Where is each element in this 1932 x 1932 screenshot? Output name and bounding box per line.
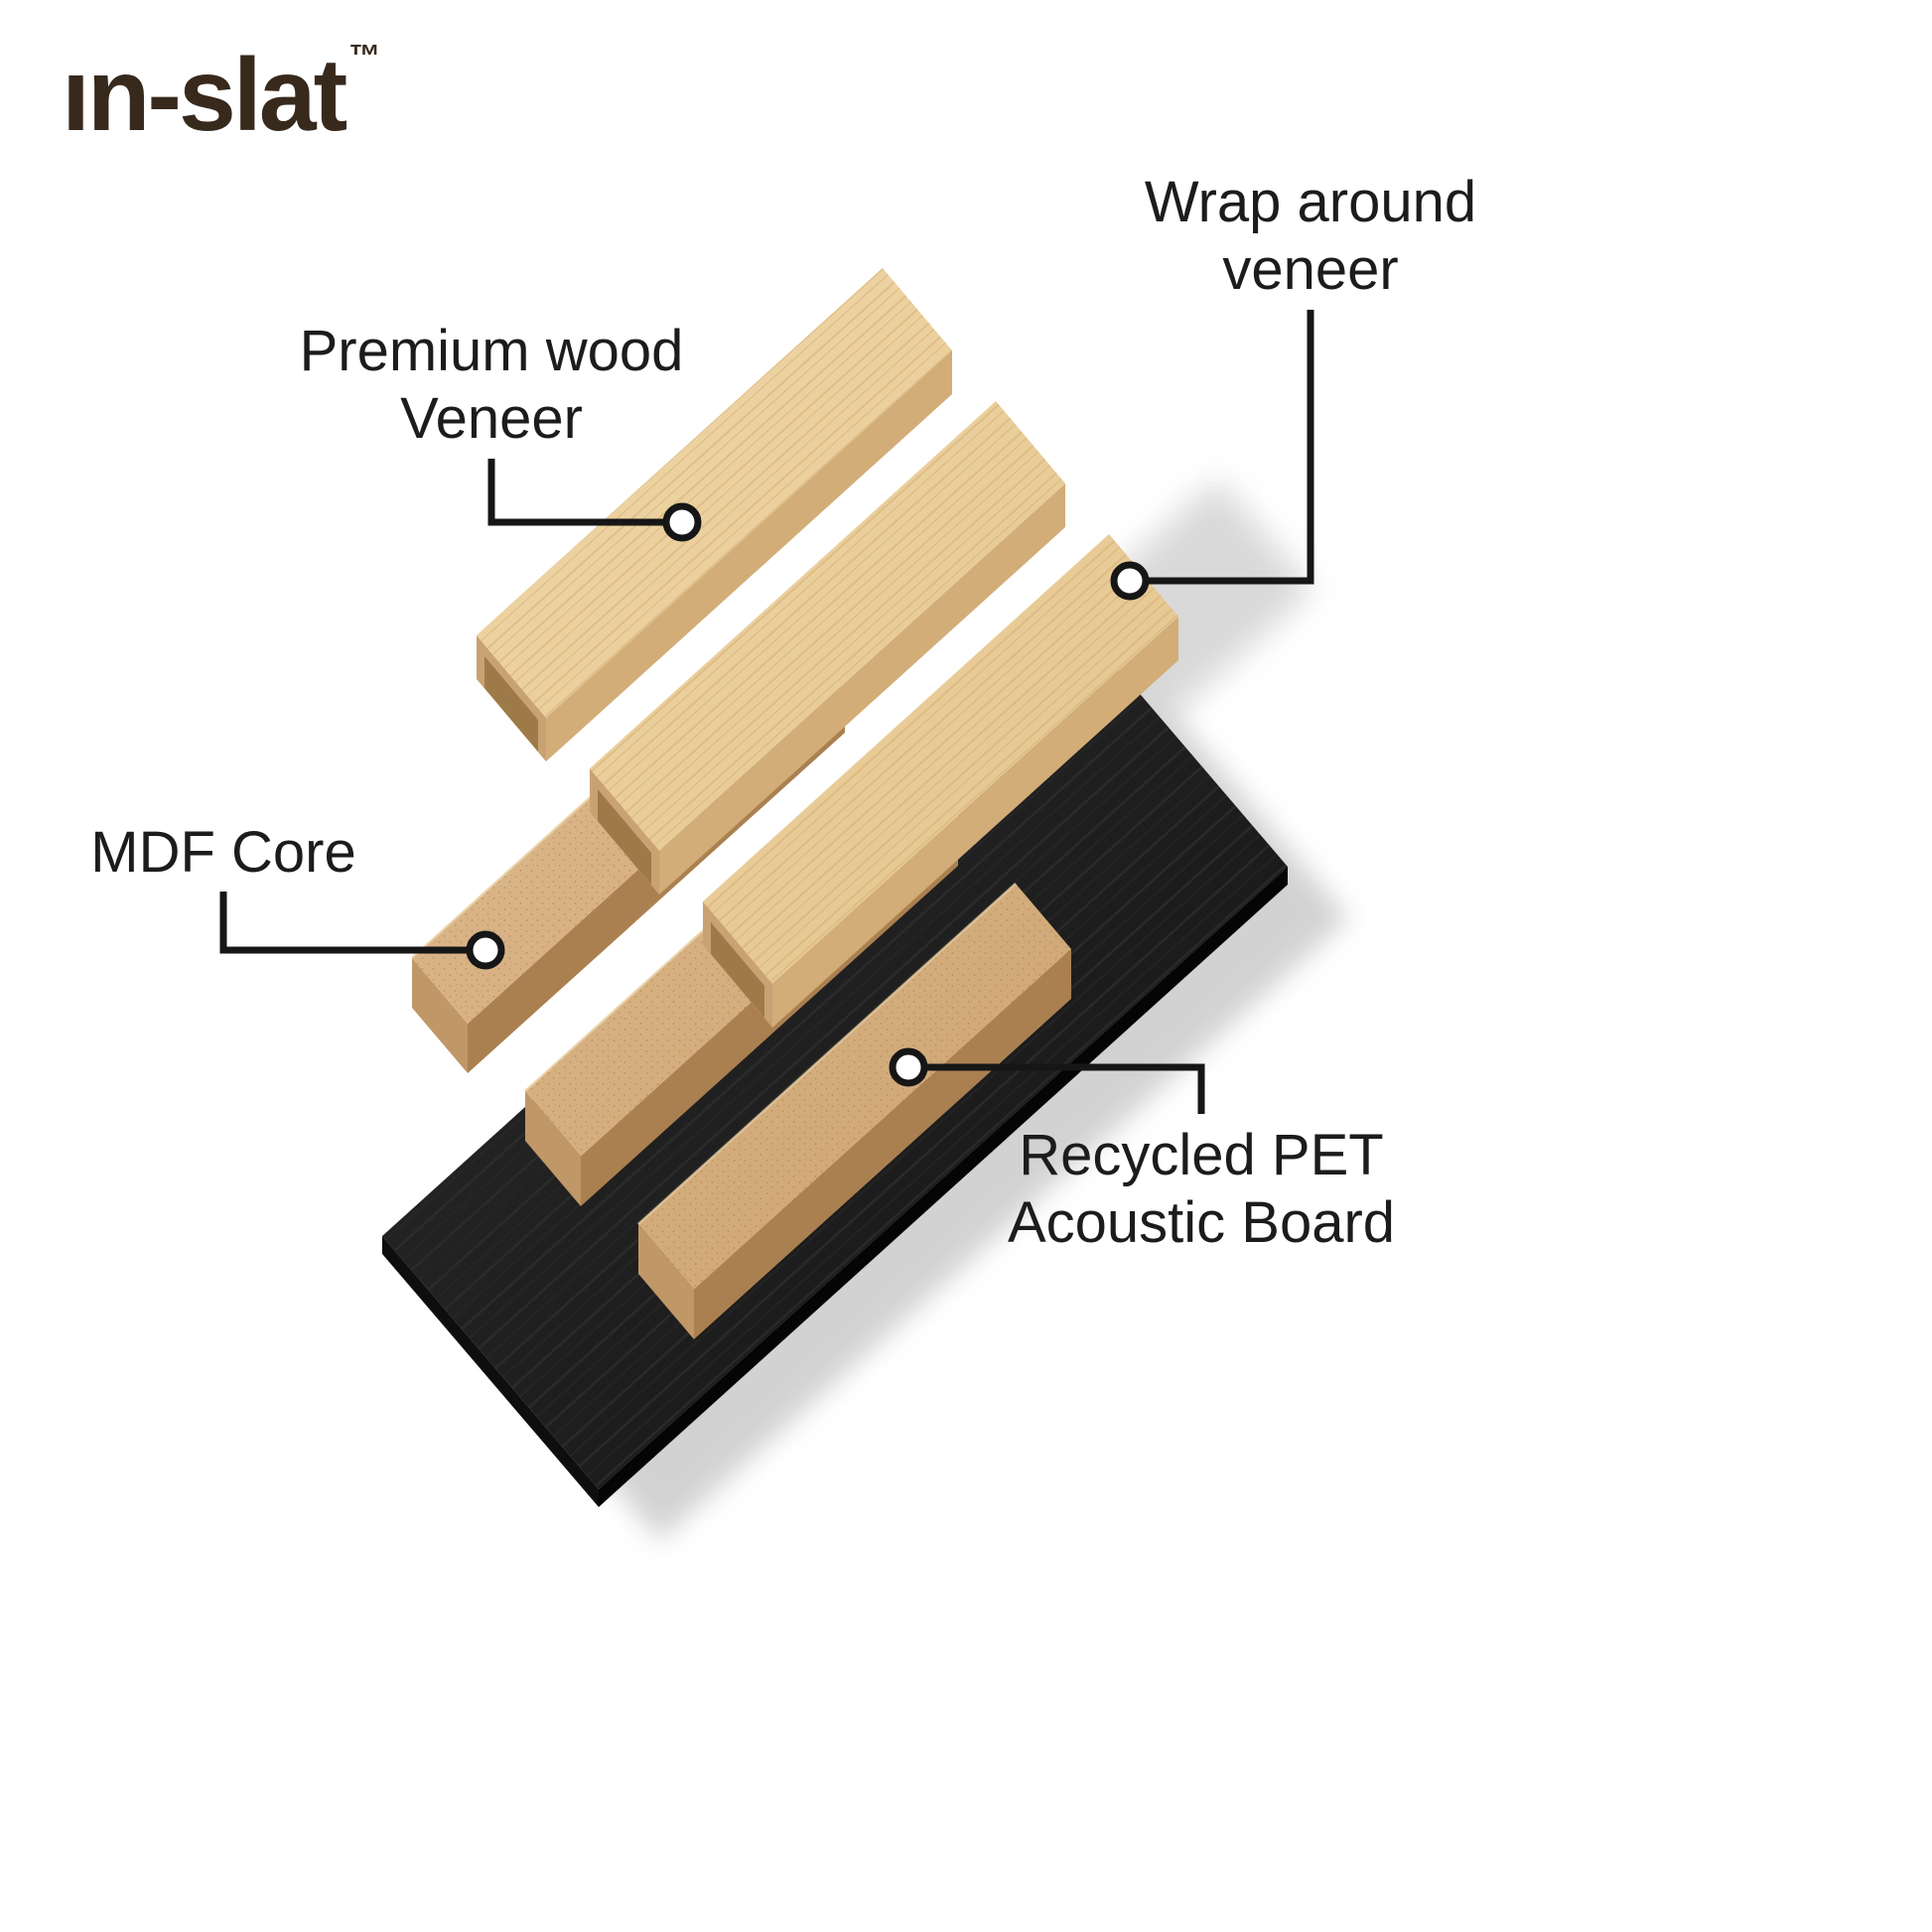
label-line: Acoustic Board <box>1007 1190 1396 1255</box>
veneer-slat-2 <box>590 401 1065 895</box>
veneer-end-hollow <box>711 922 764 1018</box>
mdf-end-face <box>525 1091 581 1206</box>
callout-line-premium-wood-veneer <box>487 459 666 526</box>
veneer-top-grain <box>477 268 952 718</box>
mdf-side-face <box>694 949 1071 1339</box>
mdf-slat-3 <box>637 883 1071 1339</box>
callout-line-recycled-pet <box>924 1063 1205 1114</box>
trademark-symbol: ™ <box>348 38 381 74</box>
veneer-layer <box>477 268 1178 1028</box>
label-line: veneer <box>1222 237 1399 302</box>
label-line: MDF Core <box>90 820 356 885</box>
callout-line-wrap-around-veneer <box>1146 310 1314 585</box>
mdf-top-edge-highlight <box>637 883 1017 1225</box>
callout-line-mdf-core <box>219 892 470 954</box>
callout-lines <box>219 310 1314 1114</box>
callout-marker-mdf-core <box>466 930 505 970</box>
label-mdf-core: MDF Core <box>65 819 382 887</box>
label-line: Recycled PET <box>1019 1123 1384 1187</box>
board-edge-front <box>599 867 1288 1507</box>
callout-marker-recycled-pet <box>889 1047 928 1087</box>
callout-marker-premium-wood-veneer <box>662 502 702 542</box>
label-recycled-pet-acoustic-board: Recycled PET Acoustic Board <box>973 1122 1430 1257</box>
veneer-end-hollow <box>484 656 538 752</box>
veneer-end-hollow <box>598 789 651 885</box>
veneer-slat-3 <box>703 534 1178 1028</box>
brand-logo-text: ın-slat <box>62 38 347 153</box>
mdf-top-speckle <box>638 884 1071 1290</box>
veneer-top-grain <box>590 401 1065 851</box>
veneer-side-flap <box>772 617 1178 1028</box>
veneer-slat-1 <box>477 268 952 761</box>
board-edge-left <box>382 1236 599 1507</box>
mdf-end-face <box>638 1224 694 1339</box>
veneer-side-flap <box>546 350 952 761</box>
label-line: Veneer <box>400 386 583 451</box>
label-line: Wrap around <box>1144 170 1477 234</box>
label-wrap-around-veneer: Wrap around veneer <box>1072 169 1549 304</box>
veneer-top-grain <box>703 534 1178 984</box>
label-line: Premium wood <box>299 319 684 383</box>
label-premium-wood-veneer: Premium wood Veneer <box>258 318 725 453</box>
veneer-side-flap <box>659 483 1065 895</box>
mdf-end-face <box>412 958 468 1073</box>
callout-marker-wrap-around-veneer <box>1110 561 1150 601</box>
